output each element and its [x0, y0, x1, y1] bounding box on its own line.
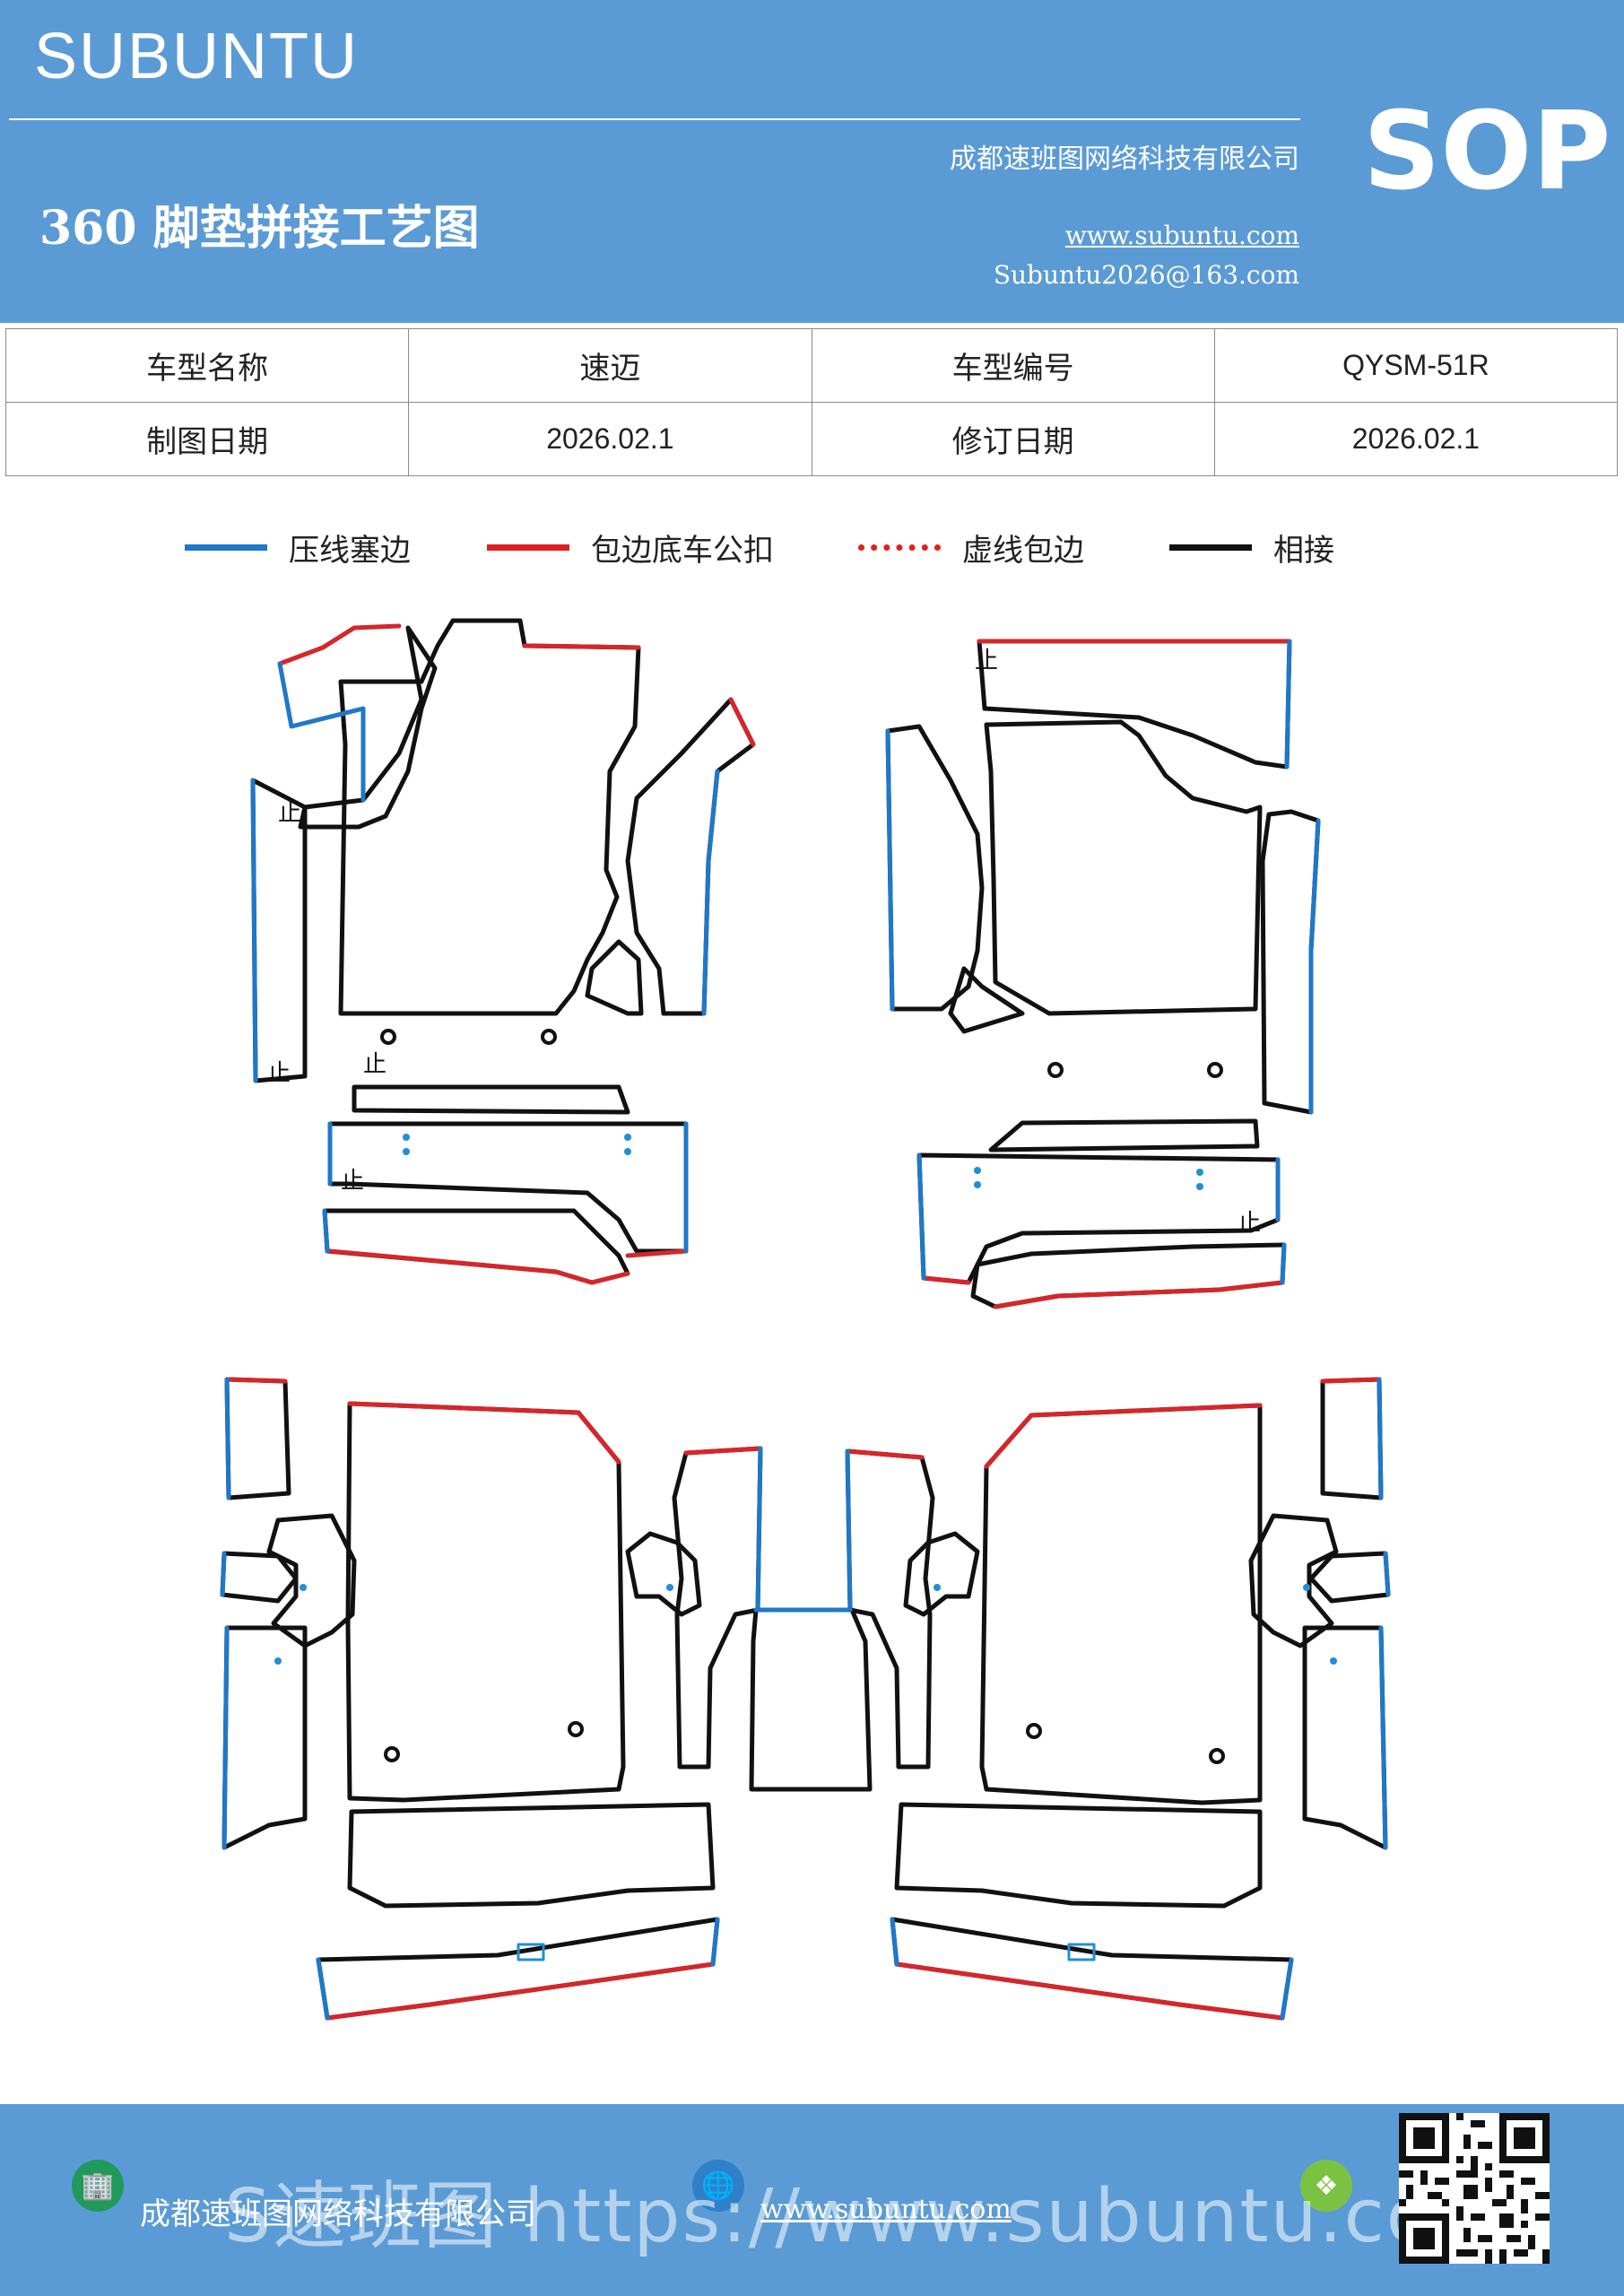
- globe-icon: 🌐: [692, 2160, 744, 2212]
- mat-piece-br-main: [979, 1403, 1263, 1805]
- legend-swatch: [185, 544, 267, 551]
- legend-label: 包边底车公扣: [591, 532, 774, 569]
- mat-piece-tr-bottom: [970, 1242, 1287, 1309]
- mat-piece-bl-main: [345, 1401, 626, 1803]
- mat-piece-tr-top: [977, 639, 1292, 770]
- legend-label: 虚线包边: [962, 532, 1084, 569]
- mat-piece-tl-right-strip: [625, 697, 756, 1016]
- mat-piece-tr-bottom-strip: [988, 1118, 1260, 1152]
- info-table-cell: QYSM-51R: [1213, 328, 1619, 403]
- mat-group-front-left: 止 止 止 止: [250, 618, 756, 1285]
- legend-swatch: [858, 544, 941, 551]
- mat-piece-br-outer-mid: [1308, 1551, 1391, 1604]
- header-divider: [9, 118, 1300, 120]
- building-icon: 🏢: [72, 2160, 124, 2212]
- website-link[interactable]: www.subuntu.com: [1064, 221, 1299, 250]
- footer-watermark: S速班图 https://www.subuntu.com: [224, 2174, 1507, 2259]
- mat-piece-bl-inner-arch: [625, 1531, 702, 1617]
- mat-piece-bl-sill: [316, 1917, 720, 2021]
- footer-company-name: 成都速班图网络科技有限公司: [140, 2196, 536, 2232]
- footer-website-link[interactable]: www.subuntu.com: [760, 2194, 1012, 2225]
- floor-mat-diagram: 止 止 止 止: [220, 618, 1391, 2021]
- info-table-cell: 修订日期: [811, 402, 1215, 476]
- legend-label: 相接: [1273, 532, 1334, 569]
- mat-piece-tr-small-triangle: [948, 966, 1025, 1034]
- mat-piece-bl-bottom: [347, 1802, 716, 1909]
- contact-email[interactable]: Subuntu2026@163.com: [993, 260, 1299, 290]
- legend-label: 压线塞边: [289, 532, 411, 569]
- mat-piece-center-tunnel: [749, 1607, 873, 1792]
- mat-piece-br-outer-low: [1302, 1625, 1388, 1850]
- mat-group-center: [749, 1448, 935, 1792]
- mat-piece-br-center-right: [845, 1448, 935, 1770]
- info-table-cell: 车型名称: [4, 328, 410, 403]
- brand-logo: SUBUNTU: [34, 21, 360, 92]
- mat-piece-tl-bottom-strip: [352, 1084, 630, 1115]
- legend-swatch: [487, 544, 569, 551]
- info-table-cell: 2026.02.1: [408, 402, 812, 476]
- legend-item: 虚线包边: [858, 525, 1084, 570]
- mat-piece-tr-main: [984, 719, 1263, 1016]
- mat-piece-br-outer-top: [1320, 1377, 1384, 1500]
- mat-piece-bl-outer-top: [224, 1377, 291, 1500]
- stop-marker: 止: [1238, 1210, 1261, 1237]
- mat-piece-tl-left-strip: [298, 625, 438, 830]
- mat-piece-br-sill: [890, 1917, 1294, 2021]
- mat-piece-tl-small-triangle: [585, 939, 644, 1016]
- info-table-cell: 车型编号: [811, 328, 1215, 403]
- wechat-icon: ❖: [1300, 2160, 1352, 2212]
- header-banner: SUBUNTU SOP 成都速班图网络科技有限公司 360 脚垫拼接工艺图 ww…: [0, 0, 1624, 323]
- document-title: 360 脚垫拼接工艺图: [39, 201, 480, 256]
- info-table-cell: 制图日期: [4, 402, 410, 476]
- mat-group-rear-right: [890, 1377, 1391, 2021]
- mat-piece-tl-bottom: [322, 1208, 630, 1285]
- qr-code[interactable]: [1399, 2113, 1550, 2264]
- legend-item: 相接: [1169, 525, 1334, 570]
- stop-marker: 止: [267, 1060, 291, 1087]
- legend-item: 包边底车公扣: [487, 525, 774, 570]
- stop-marker: 止: [975, 648, 998, 674]
- mat-piece-tr-left-strip: [885, 724, 985, 1012]
- company-name: 成都速班图网络科技有限公司: [950, 144, 1299, 175]
- mat-piece-br-bottom: [894, 1802, 1263, 1909]
- mat-piece-br-inner-arch: [903, 1531, 980, 1617]
- info-table-cell: 2026.02.1: [1213, 402, 1619, 476]
- legend-swatch: [1169, 544, 1252, 551]
- mat-piece-bl-outer-low: [221, 1625, 308, 1850]
- mat-piece-tl-lower: [327, 1121, 689, 1254]
- info-table-cell: 速迈: [408, 328, 812, 403]
- mat-piece-tr-lower: [916, 1152, 1281, 1285]
- mat-piece-br-arch: [1248, 1513, 1339, 1648]
- legend-item: 压线塞边: [185, 525, 411, 570]
- mat-piece-bl-center-left: [672, 1446, 763, 1770]
- mat-group-front-right: 止 止: [885, 639, 1321, 1309]
- footer-banner: 🏢 成都速班图网络科技有限公司 🌐 www.subuntu.com ❖ S速班图…: [0, 2104, 1624, 2296]
- stop-marker: 止: [341, 1168, 364, 1195]
- mat-group-rear-left: [220, 1377, 763, 2021]
- stop-marker: 止: [363, 1051, 386, 1078]
- stop-marker: 止: [278, 800, 301, 827]
- sop-badge: SOP: [1363, 90, 1611, 214]
